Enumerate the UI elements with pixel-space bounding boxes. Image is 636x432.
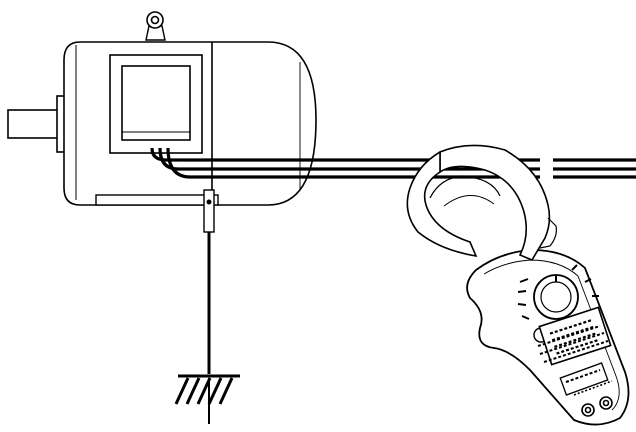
lower-panel: [559, 362, 613, 396]
ground-symbol: [174, 374, 240, 424]
meter-display: [537, 306, 612, 366]
motor: [7, 11, 317, 206]
input-jacks: [581, 396, 613, 417]
lifting-eye: [145, 11, 166, 41]
cable: [150, 147, 636, 179]
terminal-box: [109, 54, 203, 154]
rotary-dial: [517, 264, 599, 320]
shaft: [7, 95, 68, 153]
clamp-jaw: [406, 144, 557, 262]
clamp-meter: [406, 144, 630, 426]
ground-wire: [203, 189, 215, 374]
